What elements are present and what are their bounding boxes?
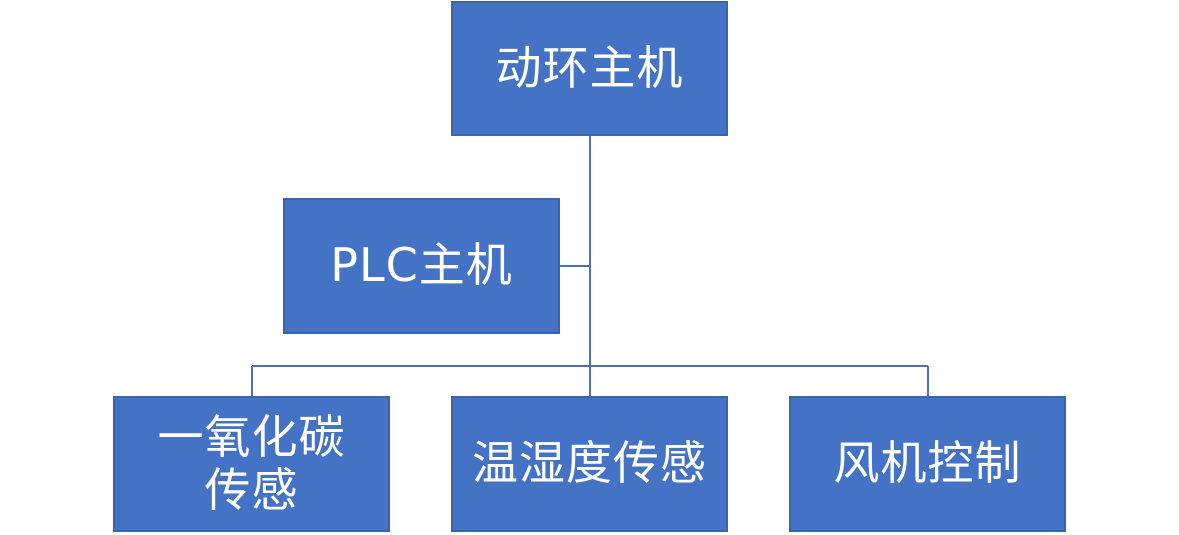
- root-node-box: 动环主机: [451, 1, 728, 136]
- temp-humidity-node-box: 温湿度传感: [451, 396, 728, 532]
- root-node-label: 动环主机: [495, 40, 684, 95]
- co-sensor-node-label: 一氧化碳传感: [157, 409, 346, 517]
- plc-node-box: PLC主机: [283, 198, 560, 334]
- fan-control-node-label: 风机控制: [833, 436, 1022, 491]
- plc-node-label: PLC主机: [330, 238, 513, 293]
- fan-control-node-box: 风机控制: [789, 396, 1066, 532]
- temp-humidity-node-label: 温湿度传感: [472, 436, 707, 491]
- co-sensor-node-box: 一氧化碳传感: [113, 396, 390, 532]
